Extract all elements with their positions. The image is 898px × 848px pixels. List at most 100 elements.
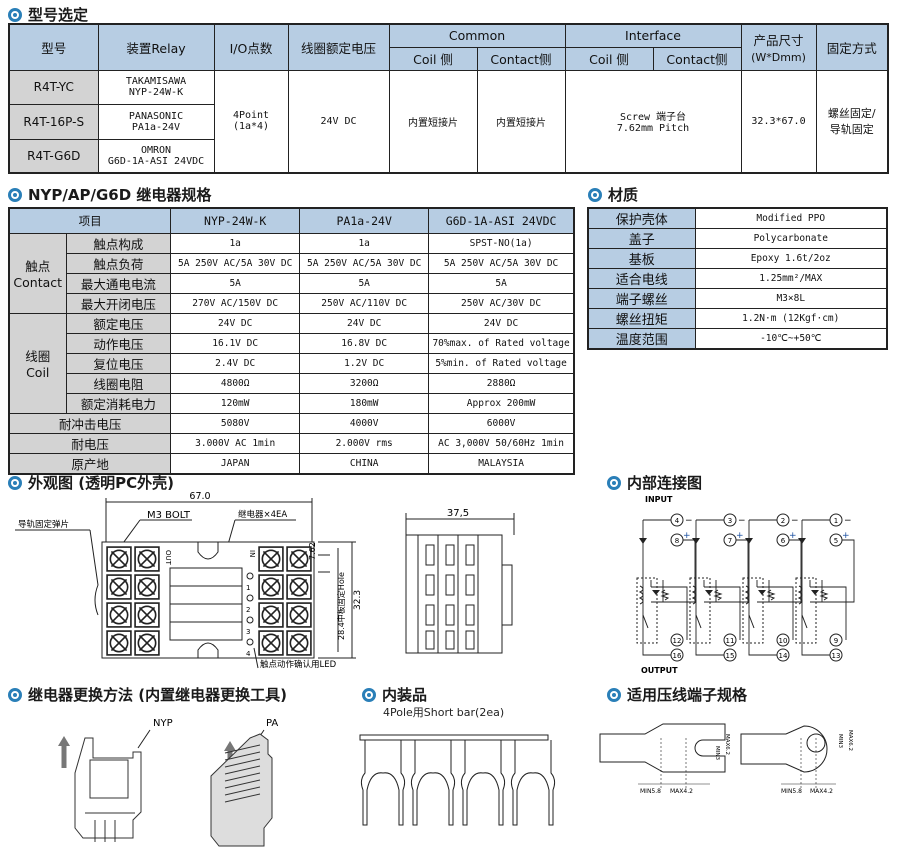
relay (169, 621, 243, 641)
spec-value: 180mW (299, 392, 430, 414)
spec-value: Approx 200mW (428, 392, 575, 414)
screw-terminal (258, 602, 284, 628)
spec-value: 270V AC/150V DC (170, 292, 301, 314)
spec-item: 动作电压 (65, 332, 172, 354)
contact-switch-icon (695, 614, 702, 629)
spec-item: 线圈电阻 (65, 372, 172, 394)
plus-sign: + (683, 531, 691, 541)
material-item: 保护壳体 (587, 207, 696, 229)
spec-value: 16.1V DC (170, 332, 301, 354)
crimp-terminal-drawing: MIN5.8 MAX4.2 MIN5.8 MAX4.2 MIN3 MAX6.2 … (599, 723, 853, 795)
spec-value: 5A 250V AC/5A 30V DC (428, 252, 575, 274)
diode-icon (811, 590, 819, 595)
terminal-com-circle (723, 633, 737, 647)
spec-value: 5A (170, 272, 301, 294)
coil-voltage-cell: 24V DC (287, 69, 390, 174)
spec-header-nyp: NYP-24W-K (170, 207, 301, 234)
bullet-icon (8, 7, 22, 22)
screw-terminal (106, 602, 132, 628)
relay (169, 585, 243, 605)
section-title-spec: NYP/AP/G6D 继电器规格 (8, 184, 211, 205)
relay-boundary (742, 577, 764, 644)
spec-value: 2.4V DC (170, 352, 301, 374)
led-indicators: 1 2 3 4 (246, 572, 254, 658)
ring-max-height: MAX6.2 (847, 730, 853, 751)
relay-part: G6D-1A-ASI 24VDC (107, 155, 205, 167)
terminal-out-number: 13 (832, 652, 841, 660)
spec-item: 最大开闭电压 (65, 292, 172, 314)
model-selection-table: 型号 装置Relay I/O点数 线圈额定电压 Common Interface… (8, 23, 889, 174)
diode-icon (758, 590, 766, 595)
model-cell: R4T-G6D (8, 138, 99, 174)
terminal-pos-circle (776, 533, 790, 547)
spec-value: 3200Ω (299, 372, 430, 394)
material-value: Modified PPO (694, 207, 888, 229)
mounting-hole-bottom (197, 642, 219, 658)
spec-value: JAPAN (170, 452, 301, 474)
material-item: 端子螺丝 (587, 288, 696, 309)
section-title-text: 外观图 (透明PC外壳) (28, 474, 174, 492)
spec-value: 24V DC (170, 312, 301, 334)
spec-value: AC 3,000V 50/60Hz 1min (428, 432, 575, 454)
spec-value: MALAYSIA (428, 452, 575, 474)
terminal-neg-circle (829, 513, 843, 527)
terminal-pos-number: 7 (728, 537, 732, 545)
relay (169, 567, 243, 587)
appearance-drawing: 67.0 M3 BOLT 继电器×4EA 导轨固定弹片 OUT IN 1 2 3… (15, 491, 363, 670)
mount-screw: 螺丝固定/ (827, 107, 876, 121)
spec-header-pa: PA1a-24V (299, 207, 430, 234)
relays (169, 567, 243, 641)
spec-value: 5A 250V AC/5A 30V DC (299, 252, 430, 274)
material-value: 1.2N·m (12Kgf·cm) (694, 308, 888, 329)
pa-relay-tool (210, 733, 273, 847)
material-value: -10℃~+50℃ (694, 328, 888, 350)
relay-part: NYP-24W-K (128, 87, 184, 98)
led-number: 2 (246, 606, 250, 614)
spec-value: 1.2V DC (299, 352, 430, 374)
section-title-internal: 内部连接图 (607, 472, 702, 493)
spec-item: 触点负荷 (65, 252, 172, 274)
material-value: Epoxy 1.6t/2oz (694, 248, 888, 269)
output-label: OUTPUT (641, 666, 678, 675)
mount-rail: 导轨固定 (829, 123, 874, 137)
screw-terminal (106, 546, 132, 572)
section-title-terminal: 适用压线端子规格 (607, 684, 747, 705)
ring-min-hole: MIN3 (837, 734, 843, 748)
spec-value: 16.8V DC (299, 332, 430, 354)
material-item: 螺丝扭矩 (587, 308, 696, 329)
led-label: 触点动作确认用LED (260, 659, 337, 670)
plus-sign: + (842, 531, 850, 541)
fork-terminal (599, 723, 726, 773)
spec-value: 3.000V AC 1min (170, 432, 301, 454)
diode-icon (798, 538, 806, 544)
screw-terminal (134, 602, 160, 628)
diode-icon (639, 538, 647, 544)
led-number: 4 (246, 650, 251, 658)
spec-item: 复位电压 (65, 352, 172, 374)
spec-item: 最大通电电流 (65, 272, 172, 294)
section-title-material: 材质 (588, 184, 638, 205)
spec-value: 24V DC (299, 312, 430, 334)
ring-max-width: MAX4.2 (810, 788, 833, 795)
group-label-cn: 线圈 (25, 349, 51, 364)
section-title-text: 材质 (608, 186, 639, 204)
terminal-com-circle (829, 633, 843, 647)
spec-value: 5080V (170, 412, 301, 434)
resistor-led-icon (660, 589, 670, 601)
bolt-label: M3 BOLT (147, 510, 191, 521)
coil-icon (797, 585, 803, 605)
input-label: INPUT (645, 495, 673, 504)
terminal-neg-number: 2 (781, 517, 785, 525)
